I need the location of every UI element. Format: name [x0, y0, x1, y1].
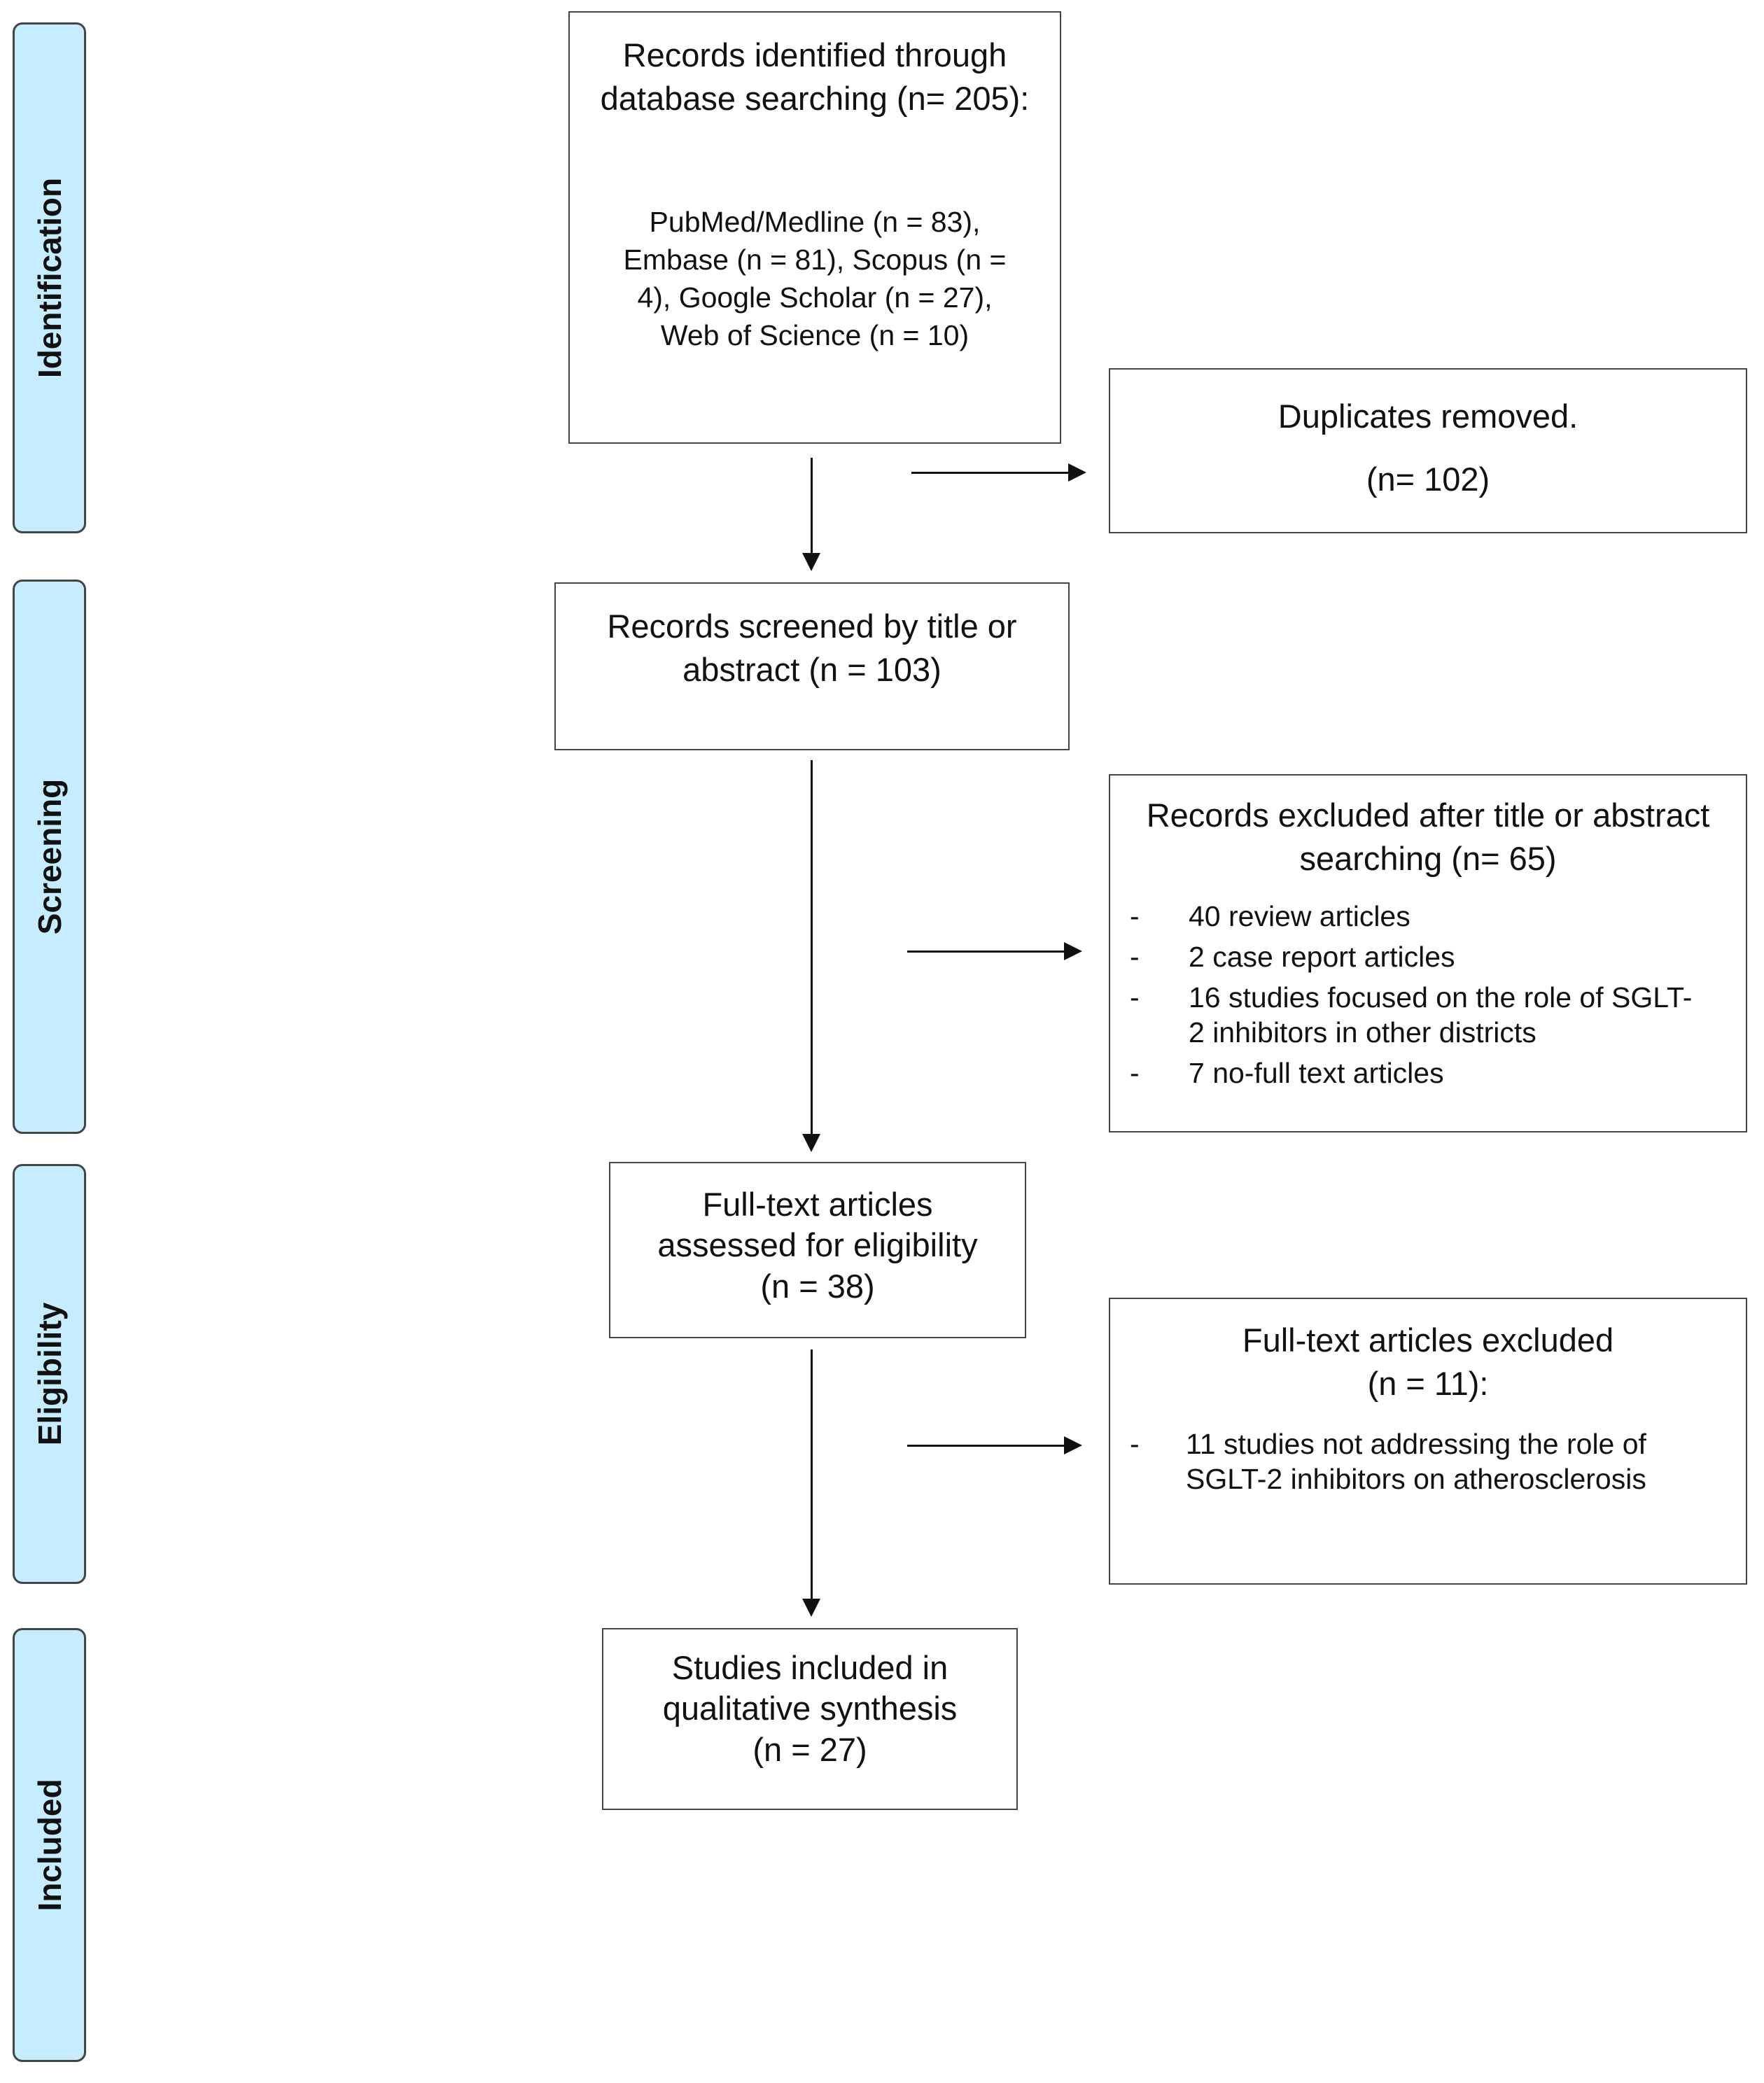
fulltext-line-2: assessed for eligibility: [657, 1226, 978, 1264]
records-screened-line-2: abstract (n = 103): [682, 651, 941, 689]
stage-identification: Identification: [13, 22, 86, 533]
excluded-item-review: 40 review articles: [1189, 900, 1410, 933]
studies-included-box: Studies included in qualitative synthesi…: [602, 1628, 1018, 1810]
list-item: - 16 studies focused on the role of SGLT-…: [1110, 980, 1746, 1050]
stage-screening: Screening: [13, 580, 86, 1134]
connector-to-records-excluded: [907, 951, 1065, 953]
duplicates-removed-box: Duplicates removed. (n= 102): [1109, 368, 1747, 533]
included-line-1: Studies included in: [671, 1649, 948, 1686]
arrowhead-down-icon: [802, 553, 820, 571]
bullet-dash: -: [1130, 1428, 1140, 1461]
fulltext-line-3: (n = 38): [760, 1267, 875, 1305]
list-item: - 40 review articles: [1110, 899, 1746, 934]
list-item: - 7 no-full text articles: [1110, 1055, 1746, 1090]
fulltext-excluded-box: Full-text articles excluded (n = 11): - 1…: [1109, 1298, 1747, 1585]
records-screened-box: Records screened by title or abstract (n…: [554, 582, 1070, 750]
fulltext-excluded-list: - 11 studies not addressing the role of S…: [1110, 1426, 1746, 1496]
records-identified-title: Records identified through database sear…: [600, 36, 1030, 118]
stage-included-label: Included: [31, 1779, 68, 1912]
records-excluded-box: Records excluded after title or abstract…: [1109, 774, 1747, 1132]
bullet-dash: -: [1130, 981, 1140, 1014]
fulltext-excluded-line-1: Full-text articles excluded: [1242, 1321, 1614, 1359]
duplicates-count: (n= 102): [1366, 461, 1490, 498]
arrowhead-down-icon: [802, 1134, 820, 1152]
arrowhead-right-icon: [1068, 463, 1086, 482]
stage-eligibility-label: Eligibility: [31, 1302, 68, 1446]
fulltext-line-1: Full-text articles: [702, 1186, 933, 1223]
bullet-dash: -: [1130, 1057, 1140, 1090]
records-identified-box: Records identified through database sear…: [568, 11, 1061, 444]
sources-line-3: 4), Google Scholar (n = 27),: [637, 281, 993, 314]
sources-line-1: PubMed/Medline (n = 83),: [649, 206, 981, 239]
stage-included: Included: [13, 1628, 86, 2062]
records-screened-line-1: Records screened by title or: [607, 608, 1017, 645]
stage-eligibility: Eligibility: [13, 1164, 86, 1584]
fulltext-assessed-box: Full-text articles assessed for eligibil…: [609, 1162, 1026, 1338]
records-excluded-line-2: searching (n= 65): [1299, 840, 1557, 878]
connector-identified-to-screened: [811, 458, 813, 554]
excluded-item-no-full-text: 7 no-full text articles: [1189, 1057, 1444, 1090]
sources-line-4: Web of Science (n = 10): [660, 319, 969, 352]
connector-to-fulltext-excluded: [907, 1445, 1065, 1447]
excluded-item-case-report: 2 case report articles: [1189, 941, 1455, 974]
list-item: - 11 studies not addressing the role of S…: [1110, 1426, 1746, 1496]
included-line-2: qualitative synthesis: [662, 1690, 958, 1727]
excluded-item-other-districts: 16 studies focused on the role of SGLT-2…: [1189, 981, 1693, 1049]
records-excluded-list: - 40 review articles - 2 case report artic…: [1110, 899, 1746, 1090]
database-sources: PubMed/Medline (n = 83), Embase (n = 81)…: [570, 203, 1060, 354]
bullet-dash: -: [1130, 941, 1140, 974]
fulltext-excluded-line-2: (n = 11):: [1367, 1365, 1489, 1403]
records-excluded-line-1: Records excluded after title or abstract: [1146, 797, 1710, 834]
arrowhead-right-icon: [1064, 1436, 1082, 1454]
bullet-dash: -: [1130, 900, 1140, 933]
included-line-3: (n = 27): [752, 1730, 867, 1768]
connector-to-duplicates: [911, 472, 1070, 474]
connector-screened-to-fulltext: [811, 760, 813, 1135]
stage-identification-label: Identification: [31, 177, 68, 379]
connector-fulltext-to-included: [811, 1349, 813, 1600]
list-item: - 2 case report articles: [1110, 939, 1746, 974]
duplicates-title: Duplicates removed.: [1278, 398, 1578, 435]
arrowhead-down-icon: [802, 1599, 820, 1617]
stage-screening-label: Screening: [31, 778, 68, 935]
sources-line-2: Embase (n = 81), Scopus (n =: [623, 244, 1007, 276]
arrowhead-right-icon: [1064, 942, 1082, 960]
excluded-item-not-atherosclerosis: 11 studies not addressing the role of SG…: [1186, 1428, 1646, 1496]
